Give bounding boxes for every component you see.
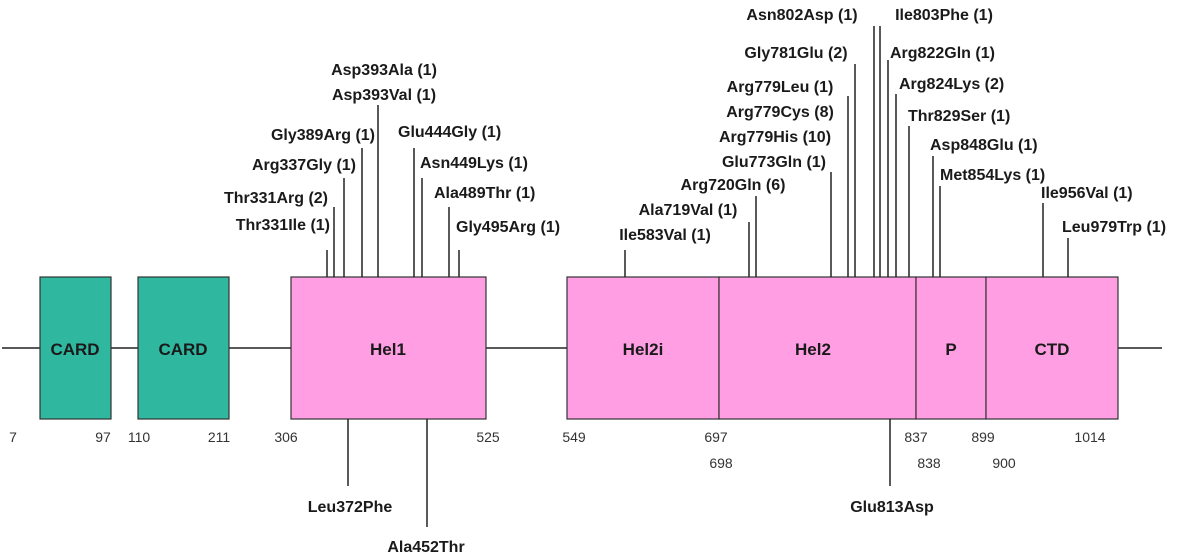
position-label: 900	[992, 455, 1016, 471]
mutation-label: Arg822Gln (1)	[890, 45, 995, 62]
mutation-label: Gly781Glu (2)	[744, 45, 847, 62]
mutation-label: Arg720Gln (6)	[681, 177, 786, 194]
mutation-label: Arg779Leu (1)	[727, 79, 834, 96]
domain-hel1	[290, 276, 487, 420]
domain-label-ctd: CTD	[1035, 340, 1070, 359]
position-label: 97	[95, 429, 111, 445]
mutation-label: Asn802Asp (1)	[746, 7, 857, 24]
mutation-label: Leu372Phe	[308, 499, 393, 516]
position-label: 899	[971, 429, 995, 445]
mutation-label: Thr331Ile (1)	[236, 217, 330, 234]
domain-label-hel2: Hel2	[795, 340, 831, 359]
domain-p	[915, 276, 987, 420]
position-label: 525	[476, 429, 500, 445]
mutation-stems-below	[347, 419, 891, 527]
mutation-label: Ala719Val (1)	[639, 202, 738, 219]
mutation-label: Asn449Lys (1)	[420, 155, 528, 172]
domain-label-hel2i: Hel2i	[623, 340, 664, 359]
domain-label-p: P	[945, 340, 956, 359]
position-label: 1014	[1074, 429, 1105, 445]
position-label: 306	[274, 429, 298, 445]
mutation-label: Asp393Val (1)	[332, 87, 436, 104]
position-label: 698	[709, 455, 733, 471]
position-label: 697	[704, 429, 728, 445]
mutation-label: Ile583Val (1)	[619, 227, 711, 244]
mutation-label: Arg824Lys (2)	[899, 76, 1004, 93]
mutation-label: Ala489Thr (1)	[434, 185, 535, 202]
position-label: 838	[917, 455, 941, 471]
mutation-label: Glu773Gln (1)	[722, 154, 826, 171]
position-label: 837	[904, 429, 928, 445]
mutation-stems-above	[326, 26, 1069, 277]
mutation-label: Arg337Gly (1)	[252, 157, 356, 174]
domain-label-hel1: Hel1	[370, 340, 406, 359]
domains: CARD CARD Hel1 Hel2i Hel2 P CTD	[39, 276, 1119, 420]
mutation-label: Arg779His (10)	[719, 129, 831, 146]
mutation-label: Gly495Arg (1)	[456, 219, 560, 236]
mutation-label: Glu813Asp	[850, 499, 934, 516]
domain-label-card-2: CARD	[158, 340, 207, 359]
mutation-labels-below: Leu372Phe Ala452Thr Glu813Asp	[308, 499, 934, 556]
mutation-label: Gly389Arg (1)	[271, 127, 375, 144]
mutation-label: Leu979Trp (1)	[1062, 219, 1166, 236]
mutation-label: Ile803Phe (1)	[895, 7, 993, 24]
mutation-labels-above: Thr331Ile (1) Thr331Arg (2) Arg337Gly (1…	[224, 7, 1166, 244]
domain-card-2	[137, 276, 230, 420]
mutation-label: Ala452Thr	[387, 539, 464, 556]
mutation-label: Ile956Val (1)	[1041, 185, 1133, 202]
domain-ctd	[985, 276, 1119, 420]
mutation-label: Arg779Cys (8)	[726, 104, 834, 121]
domain-label-card-1: CARD	[50, 340, 99, 359]
mutation-label: Thr331Arg (2)	[224, 190, 328, 207]
mutation-label: Glu444Gly (1)	[398, 124, 501, 141]
mutation-label: Asp393Ala (1)	[331, 62, 437, 79]
position-label: 7	[9, 429, 17, 445]
position-label: 549	[562, 429, 586, 445]
position-labels: 7 97 110 211 306 525 549 697 698 837 838…	[9, 429, 1106, 471]
position-label: 110	[128, 429, 151, 445]
mutation-label: Met854Lys (1)	[940, 167, 1045, 184]
domain-card-1	[39, 276, 112, 420]
position-label: 211	[208, 429, 231, 445]
mutation-label: Asp848Glu (1)	[930, 137, 1038, 154]
mutation-label: Thr829Ser (1)	[908, 108, 1010, 125]
